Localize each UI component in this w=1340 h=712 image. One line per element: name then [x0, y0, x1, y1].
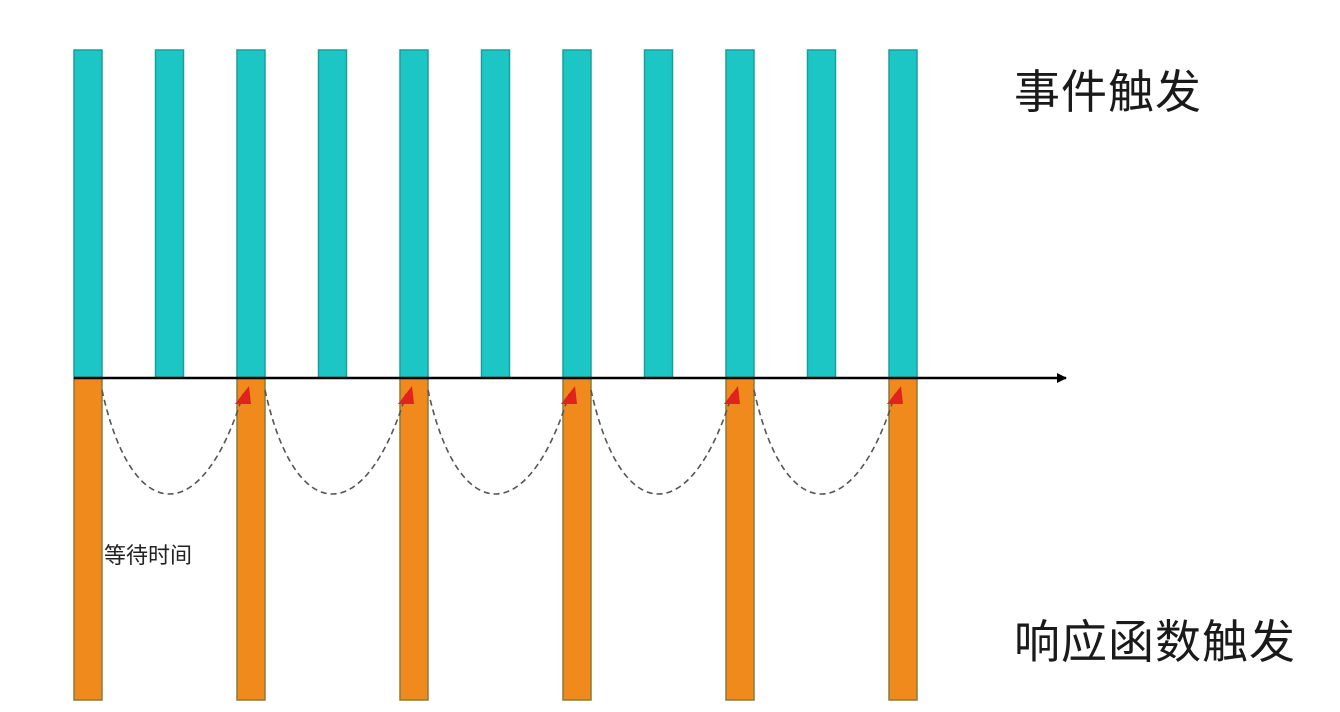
event-bar: [399, 49, 429, 379]
event-bar: [888, 49, 918, 379]
response-arrow-icon: [887, 386, 903, 404]
wait-arc: [427, 389, 570, 495]
response-bar: [73, 377, 103, 701]
response-arrow-icon: [724, 386, 740, 404]
event-bar: [154, 49, 185, 379]
response-bar: [725, 377, 755, 701]
wait-arc: [264, 389, 407, 495]
event-bars-group: [73, 49, 918, 379]
response-bar: [562, 377, 592, 701]
wait-arcs-group: [101, 386, 903, 495]
wait-time-label: 等待时间: [104, 544, 193, 569]
wait-arc: [753, 389, 896, 495]
response-bars-group: [73, 377, 918, 701]
event-bar: [480, 49, 511, 379]
event-bar: [562, 49, 592, 379]
event-bar: [725, 49, 755, 379]
response-bar: [236, 377, 266, 701]
response-trigger-label: 响应函数触发: [1014, 615, 1296, 669]
response-bar: [399, 377, 429, 701]
wait-arc: [101, 389, 244, 495]
event-bar: [73, 49, 103, 379]
event-bar: [806, 49, 837, 379]
event-trigger-label: 事件触发: [1014, 65, 1202, 119]
response-bar: [888, 377, 918, 701]
response-arrow-icon: [235, 386, 251, 404]
response-arrow-icon: [398, 386, 414, 404]
event-bar: [236, 49, 266, 379]
wait-arc: [590, 389, 733, 495]
response-arrow-icon: [561, 386, 577, 404]
event-bar: [317, 49, 348, 379]
event-bar: [643, 49, 674, 379]
